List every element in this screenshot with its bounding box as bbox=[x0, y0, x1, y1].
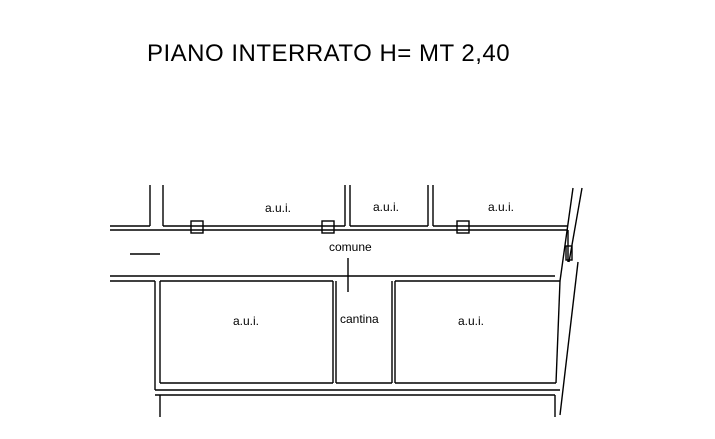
pillar bbox=[190, 220, 204, 234]
pillar bbox=[456, 220, 470, 234]
room-label-cellar: cantina bbox=[340, 312, 379, 326]
walls bbox=[110, 185, 583, 417]
wall-segment bbox=[559, 261, 579, 416]
room-label-bottom-left: a.u.i. bbox=[233, 314, 259, 328]
room-label-corridor: comune bbox=[329, 240, 372, 254]
plan-title: PIANO INTERRATO H= MT 2,40 bbox=[147, 40, 511, 67]
wall-segment bbox=[555, 280, 561, 384]
room-label-top-middle: a.u.i. bbox=[373, 200, 399, 214]
room-label-top-right: a.u.i. bbox=[488, 200, 514, 214]
wall-segment bbox=[568, 187, 583, 263]
wall-segment bbox=[559, 187, 574, 282]
pillar bbox=[565, 245, 573, 261]
room-label-top-left: a.u.i. bbox=[265, 201, 291, 215]
room-label-bottom-right: a.u.i. bbox=[458, 314, 484, 328]
pillar bbox=[321, 220, 335, 234]
